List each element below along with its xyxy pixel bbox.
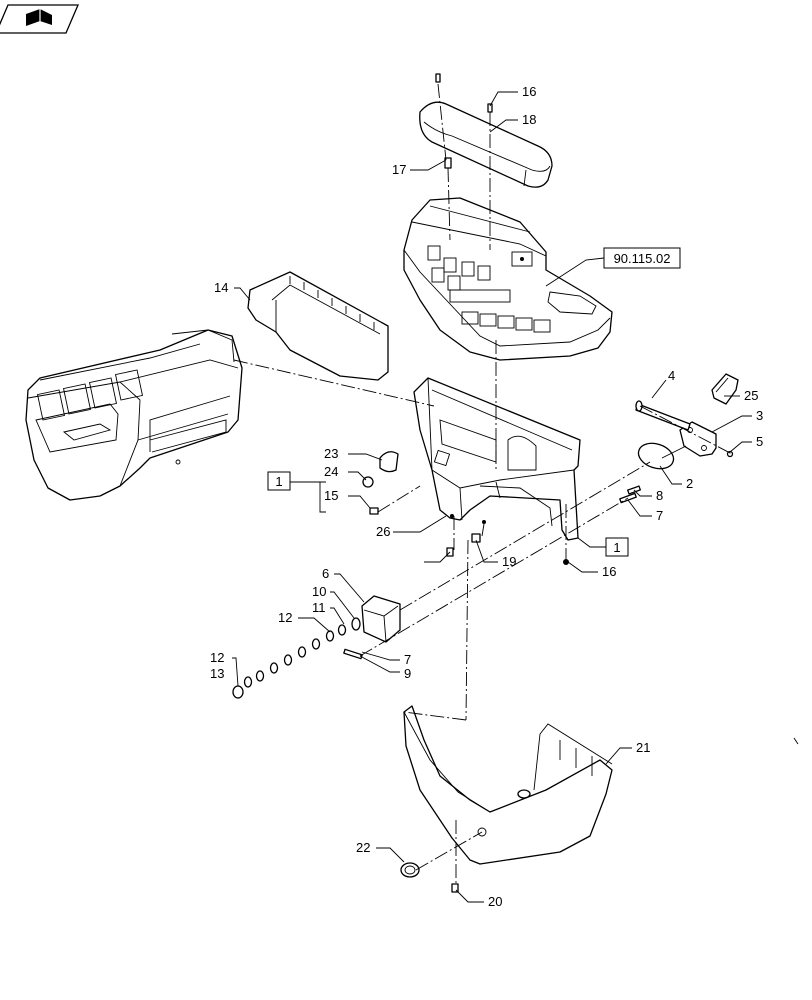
callout-3: 3	[756, 408, 763, 423]
callout-14: 14	[214, 280, 228, 295]
callout-15: 15	[324, 488, 338, 503]
book-icon[interactable]	[0, 4, 79, 34]
callout-5: 5	[756, 434, 763, 449]
callout-18: 18	[522, 112, 536, 127]
callout-1-right: 1	[613, 540, 620, 555]
callout-22: 22	[356, 840, 370, 855]
callout-6: 6	[322, 566, 329, 581]
callout-11: 11	[312, 600, 326, 615]
callout-23: 23	[324, 446, 338, 461]
screw-16-bottom	[563, 559, 569, 565]
callout-2: 2	[686, 476, 693, 491]
callout-16-top: 16	[522, 84, 536, 99]
callout-7-lower: 7	[404, 652, 411, 667]
callout-7-right: 7	[656, 508, 663, 523]
callout-24: 24	[324, 464, 338, 479]
callout-20: 20	[488, 894, 502, 909]
washer-stack	[232, 617, 361, 699]
callout-box-1-left: 1	[267, 471, 291, 491]
corner-mark	[793, 737, 799, 745]
pin-4	[635, 400, 691, 431]
block-6	[361, 595, 401, 643]
callout-4: 4	[668, 368, 675, 383]
callout-8: 8	[656, 488, 663, 503]
console-frame	[413, 377, 581, 541]
knob-23	[379, 451, 399, 473]
callout-21: 21	[636, 740, 650, 755]
alignment-lines	[233, 83, 733, 884]
fastener-20	[451, 883, 459, 893]
reference-label: 90.115.02	[614, 251, 671, 266]
callout-17: 17	[392, 162, 406, 177]
callout-labels: 16 18 17 14 4 25 3 5 2 8 7 23 24 15 26 1…	[210, 84, 763, 909]
callout-10: 10	[312, 584, 326, 599]
screw-9	[343, 648, 363, 660]
callout-box-1-right: 1	[577, 537, 629, 557]
callout-12-upper: 12	[278, 610, 292, 625]
armrest-control-panel	[403, 197, 613, 361]
side-cover-14	[247, 271, 389, 381]
callout-16-bottom: 16	[602, 564, 616, 579]
clip-19	[471, 533, 481, 543]
callout-19: 19	[502, 554, 516, 569]
callout-26: 26	[376, 524, 390, 539]
fastener-15	[369, 507, 379, 515]
callout-9: 9	[404, 666, 411, 681]
callout-13: 13	[210, 666, 224, 681]
callout-12-lower: 12	[210, 650, 224, 665]
reference-box[interactable]: 90.115.02	[603, 247, 681, 269]
switch-25	[711, 373, 739, 405]
callout-1-left: 1	[275, 474, 282, 489]
plug-22	[400, 862, 420, 878]
leader-lines	[232, 91, 752, 903]
screw-top-left	[435, 73, 441, 83]
assembled-console	[25, 329, 243, 501]
lower-cover-21	[403, 705, 613, 865]
disc-2	[637, 442, 687, 470]
callout-25: 25	[744, 388, 758, 403]
